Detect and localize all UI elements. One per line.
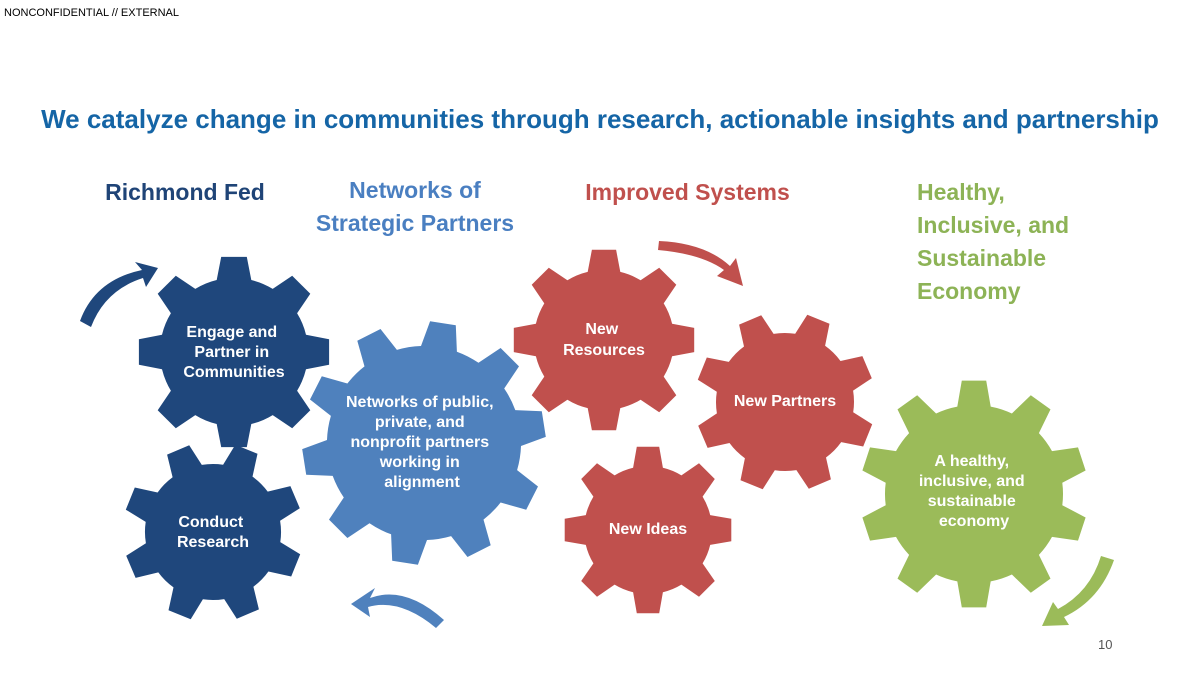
gear-networks-label: Networks of public, private, and nonprof…	[346, 394, 498, 491]
heading-networks: Networks of Strategic Partners	[300, 174, 530, 240]
heading-networks-line: Strategic Partners	[315, 210, 515, 236]
gear-ideas: New Ideas	[564, 446, 732, 614]
heading-richmond-fed: Richmond Fed	[105, 179, 265, 205]
heading-healthy-economy: Healthy, Inclusive, and Sustainable Econ…	[917, 176, 1117, 308]
heading-healthy-line: Healthy,	[917, 179, 1005, 205]
curved-arrow-icon	[80, 262, 158, 327]
heading-healthy-line: Inclusive, and	[917, 212, 1070, 238]
heading-healthy-line: Sustainable	[917, 245, 1047, 271]
gear-partners: New Partners	[697, 314, 873, 490]
gear-economy-label: A healthy, inclusive, and sustainable ec…	[919, 453, 1029, 530]
gear-ideas-shape	[564, 446, 732, 614]
gear-resources: New Resources	[513, 249, 695, 431]
curved-arrow-icon	[1042, 556, 1114, 626]
gear-economy: A healthy, inclusive, and sustainable ec…	[862, 380, 1086, 608]
gear-economy-shape	[862, 380, 1086, 608]
gear-engage: Engage and Partner in Communities	[138, 256, 330, 448]
gear-resources-label: New Resources	[563, 321, 645, 359]
gear-partners-shape	[697, 314, 873, 490]
classification-label: NONCONFIDENTIAL // EXTERNAL	[4, 7, 180, 19]
gear-networks: Networks of public, private, and nonprof…	[302, 321, 546, 565]
slide-title: We catalyze change in communities throug…	[41, 104, 1159, 134]
gear-partners-label: New Partners	[734, 393, 836, 410]
gear-resources-shape	[513, 249, 695, 431]
curved-arrow-icon	[351, 588, 444, 628]
gear-research-shape	[125, 444, 301, 620]
heading-improved-systems: Improved Systems	[585, 179, 790, 205]
gear-engage-shape	[138, 256, 330, 448]
curved-arrow-icon	[658, 241, 743, 286]
page-number: 10	[1098, 637, 1113, 652]
gear-research-label: Conduct Research	[177, 514, 249, 551]
gear-research: Conduct Research	[125, 444, 301, 620]
heading-healthy-line: Economy	[917, 278, 1021, 304]
gear-ideas-label: New Ideas	[609, 521, 687, 538]
gear-networks-shape	[302, 321, 546, 565]
heading-networks-line: Networks of	[349, 177, 481, 203]
gear-engage-label: Engage and Partner in Communities	[183, 324, 284, 381]
